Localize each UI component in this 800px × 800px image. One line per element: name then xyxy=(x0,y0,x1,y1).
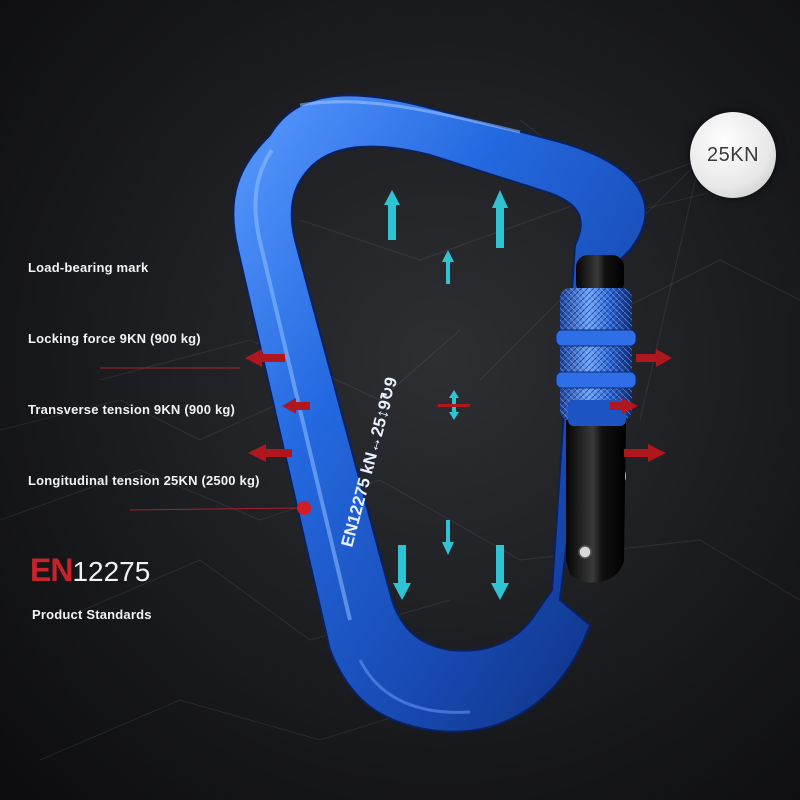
tension-arrow-icon xyxy=(384,190,509,600)
standard-prefix: EN xyxy=(30,552,73,588)
label-load-bearing: Load-bearing mark xyxy=(28,260,149,275)
label-longitudinal-tension: Longitudinal tension 25KN (2500 kg) xyxy=(28,473,260,488)
strength-badge: 25KN xyxy=(690,112,776,198)
red-arrows xyxy=(245,349,672,515)
screw-gate-icon xyxy=(555,255,637,583)
label-transverse-tension: Transverse tension 9KN (900 kg) xyxy=(28,402,236,417)
standard-code: EN12275 xyxy=(30,552,150,589)
standard-number: 12275 xyxy=(72,556,151,587)
standard-caption: Product Standards xyxy=(32,607,152,622)
label-locking-force: Locking force 9KN (900 kg) xyxy=(28,331,201,346)
strength-badge-text: 25KN xyxy=(706,143,760,166)
carabiner-icon xyxy=(232,94,647,733)
callout-lines xyxy=(100,367,301,511)
